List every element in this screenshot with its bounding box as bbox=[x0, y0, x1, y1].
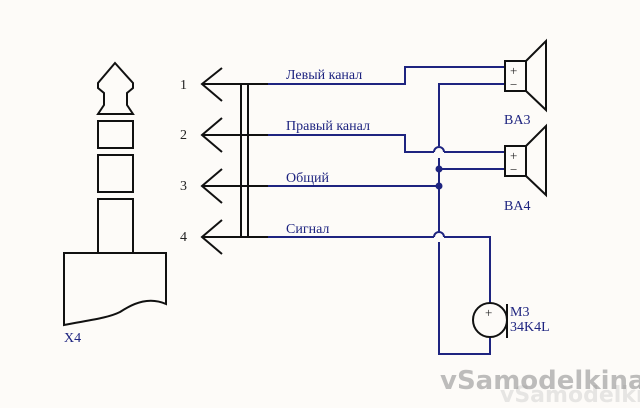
net-label: Сигнал bbox=[286, 222, 329, 237]
pin-2: 2 bbox=[180, 117, 268, 153]
speaker-ba3-symbol: + − bbox=[504, 38, 547, 113]
net-label: Правый канал bbox=[286, 119, 370, 134]
pin-1: 1 bbox=[180, 67, 268, 102]
microphone-part: 34K4L bbox=[510, 320, 550, 335]
speaker-label: BA4 bbox=[504, 199, 530, 214]
pin-4: 4 bbox=[180, 219, 268, 255]
watermark-shadow: vSamodelkina.ru bbox=[500, 383, 640, 408]
net-label: Общий bbox=[286, 171, 330, 186]
minus-sign: − bbox=[510, 162, 517, 177]
plus-sign: + bbox=[510, 148, 517, 163]
microphone-symbol: + bbox=[472, 302, 508, 338]
plus-sign: + bbox=[485, 305, 492, 320]
pin-number: 2 bbox=[180, 128, 187, 143]
speaker-label: BA3 bbox=[504, 113, 530, 128]
pin-number: 4 bbox=[180, 230, 187, 245]
pin-number: 3 bbox=[180, 179, 187, 194]
pin-3: 3 bbox=[180, 168, 268, 204]
plus-sign: + bbox=[510, 63, 517, 78]
junction-dot bbox=[435, 165, 443, 173]
watermark: vSamodelkina.ru bbox=[440, 366, 640, 396]
speaker-ba4-symbol: + − bbox=[504, 123, 547, 198]
connector-label: X4 bbox=[64, 331, 81, 346]
junction-dot bbox=[435, 182, 443, 190]
wires bbox=[268, 66, 505, 355]
net-label: Левый канал bbox=[286, 68, 362, 83]
microphone-ref: M3 bbox=[510, 305, 529, 320]
jack-plug-symbol bbox=[63, 61, 167, 327]
pin-number: 1 bbox=[180, 78, 187, 93]
minus-sign: − bbox=[510, 77, 517, 92]
